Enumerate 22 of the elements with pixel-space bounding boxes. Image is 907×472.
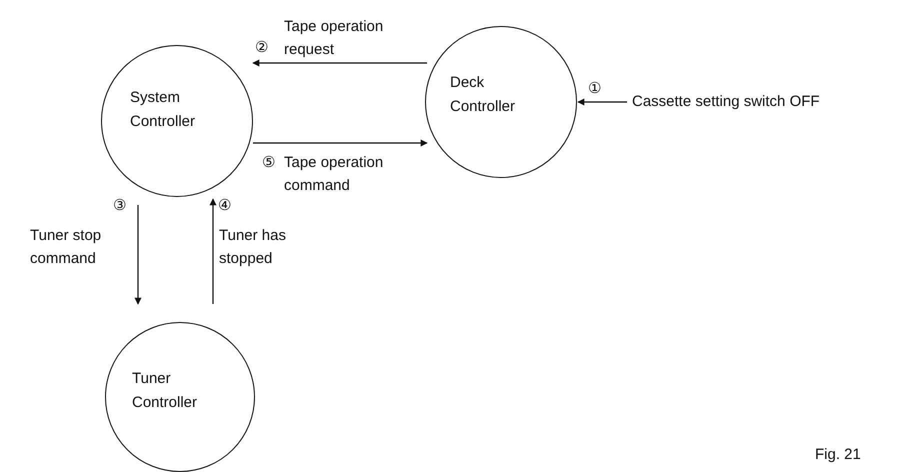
arrow: [253, 140, 428, 146]
input-signal-label: Cassette setting switch OFF: [632, 93, 820, 110]
step-number: ②: [255, 39, 268, 57]
arrow: [577, 98, 627, 106]
step-number: ③: [113, 197, 126, 215]
step-number: ①: [588, 80, 602, 98]
figure-number: Fig. 21: [815, 446, 861, 464]
step-number: ④: [218, 197, 232, 215]
arrow: [252, 60, 427, 66]
edge-label: Tape operation command: [284, 153, 384, 196]
edge-label: Tuner stop command: [30, 226, 102, 269]
controller-circle: [101, 45, 253, 197]
controller-circle: [105, 322, 255, 472]
node-label: Tuner Controller: [132, 370, 198, 411]
node-label: System Controller: [130, 89, 196, 130]
controller-circle: [425, 26, 577, 178]
edge-label: Tape operation request: [284, 17, 384, 60]
step-number: ⑤: [262, 154, 276, 172]
arrow: [210, 198, 216, 304]
edge-label: Tuner has stopped: [219, 226, 287, 269]
node-label: Deck Controller: [450, 74, 516, 115]
arrow: [134, 205, 142, 305]
